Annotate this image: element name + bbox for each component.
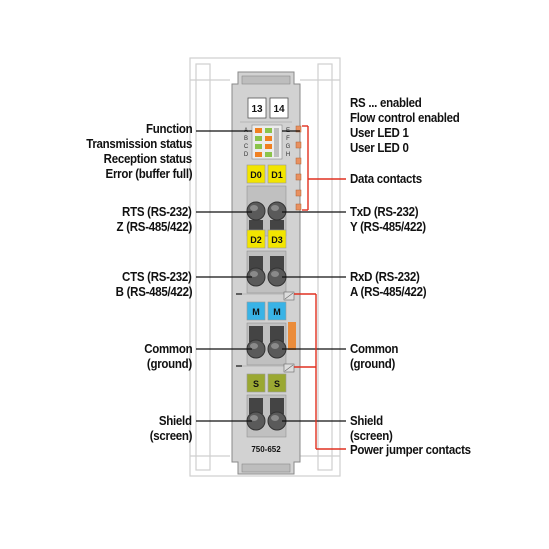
power-jumper-contact-2 (283, 363, 295, 373)
label-screen-right: (screen) (350, 429, 393, 443)
marker-row-d2-d3: D2 D3 (246, 229, 287, 249)
marker-d0: D0 (250, 170, 262, 180)
marker-s-1: S (253, 379, 259, 389)
label-ground-left: (ground) (146, 357, 192, 371)
callout-lines (196, 130, 346, 422)
label-rts-rs232: RTS (RS-232) (122, 205, 192, 219)
terminal-number-13: 13 (251, 104, 263, 115)
label-z-rs485: Z (RS-485/422) (116, 220, 193, 234)
label-shield-left: Shield (159, 414, 192, 428)
label-y-rs485: Y (RS-485/422) (350, 220, 426, 234)
led-letter-f: F (286, 136, 290, 142)
label-user-led1: User LED 1 (350, 126, 409, 140)
terminal-numbers: 13 14 (247, 97, 289, 119)
led-letter-b: B (244, 136, 248, 142)
label-screen-left: (screen) (149, 429, 192, 443)
label-shield-right: Shield (350, 414, 383, 428)
led-letter-c: C (244, 144, 249, 150)
led-b (255, 136, 262, 141)
led-h (265, 152, 272, 157)
din-rail (189, 57, 341, 477)
terminal-pair-3 (246, 322, 287, 366)
marker-row-m: M M (246, 301, 287, 321)
label-txd-rs232: TxD (RS-232) (350, 205, 419, 219)
label-data-contacts: Data contacts (350, 172, 422, 186)
marker-m-1: M (252, 307, 260, 317)
label-common-right: Common (350, 342, 399, 356)
led-letter-g: G (286, 144, 291, 150)
label-cts-rs232: CTS (RS-232) (122, 270, 192, 284)
label-a-rs485: A (RS-485/422) (350, 285, 427, 299)
part-number: 750-652 (251, 445, 281, 454)
label-error: Error (buffer full) (105, 167, 192, 181)
led-e (265, 128, 272, 133)
label-function: Function (145, 122, 193, 136)
marker-d3: D3 (271, 235, 283, 245)
label-transmission-status: Transmission status (86, 137, 192, 151)
marker-d2: D2 (250, 235, 262, 245)
led-letter-h: H (286, 152, 290, 158)
led-a (255, 128, 262, 133)
led-f (265, 136, 272, 141)
led-letter-d: D (244, 152, 249, 158)
label-rxd-rs232: RxD (RS-232) (350, 270, 420, 284)
led-d (255, 152, 262, 157)
terminal-pair-1 (246, 185, 287, 237)
power-jumper-contact-1 (283, 291, 295, 301)
label-power-jumper: Power jumper contacts (350, 443, 471, 457)
marker-s-2: S (274, 379, 280, 389)
led-c (255, 144, 262, 149)
label-common-left: Common (143, 342, 192, 356)
data-contacts (295, 125, 302, 211)
label-rs-enabled: RS ... enabled (350, 96, 422, 110)
label-reception-status: Reception status (103, 152, 193, 166)
terminal-pair-4 (246, 394, 287, 438)
label-flow-control: Flow control enabled (350, 111, 460, 125)
led-g (265, 144, 272, 149)
marker-d1: D1 (271, 170, 283, 180)
label-b-rs485: B (RS-485/422) (115, 285, 192, 299)
side-contact (288, 322, 296, 350)
terminal-number-14: 14 (273, 104, 285, 115)
label-ground-right: (ground) (350, 357, 396, 371)
marker-row-s: S S (246, 373, 287, 393)
terminal-pair-2 (246, 250, 287, 294)
red-callouts (294, 125, 346, 450)
marker-row-d0-d1: D0 D1 (246, 164, 287, 184)
label-user-led0: User LED 0 (350, 141, 409, 155)
led-block: A B C D E F G H (244, 124, 291, 160)
marker-m-2: M (273, 307, 281, 317)
